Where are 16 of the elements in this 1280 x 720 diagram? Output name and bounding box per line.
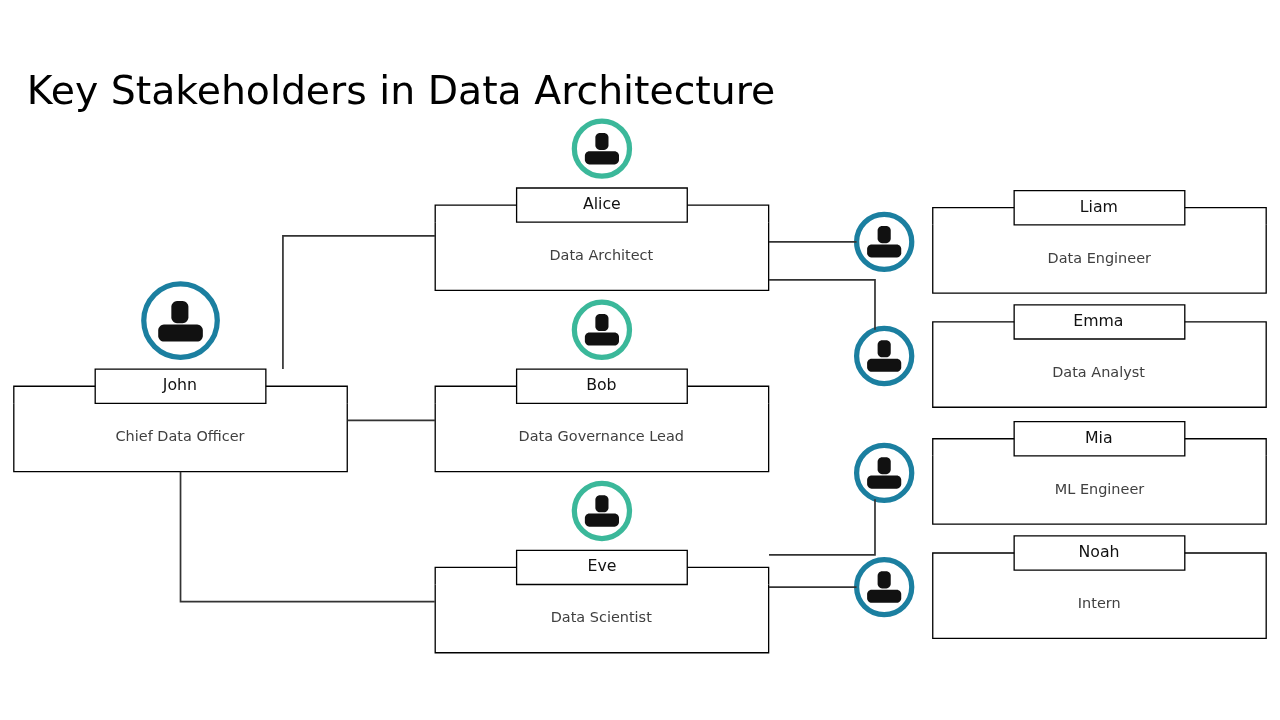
connector [179, 470, 436, 603]
node-person [141, 281, 220, 360]
connector [768, 241, 858, 243]
node-person [854, 211, 915, 273]
node-person [854, 556, 915, 618]
node-person [854, 325, 915, 387]
connector [768, 586, 858, 588]
connector [282, 235, 436, 370]
connector [768, 498, 876, 556]
node-person [571, 480, 633, 542]
connector [346, 419, 436, 422]
diagram-title: Key Stakeholders in Data Architecture [26, 67, 776, 114]
node-person [571, 118, 633, 179]
connector [768, 279, 876, 331]
node-person [571, 299, 633, 360]
node-person [854, 442, 915, 504]
